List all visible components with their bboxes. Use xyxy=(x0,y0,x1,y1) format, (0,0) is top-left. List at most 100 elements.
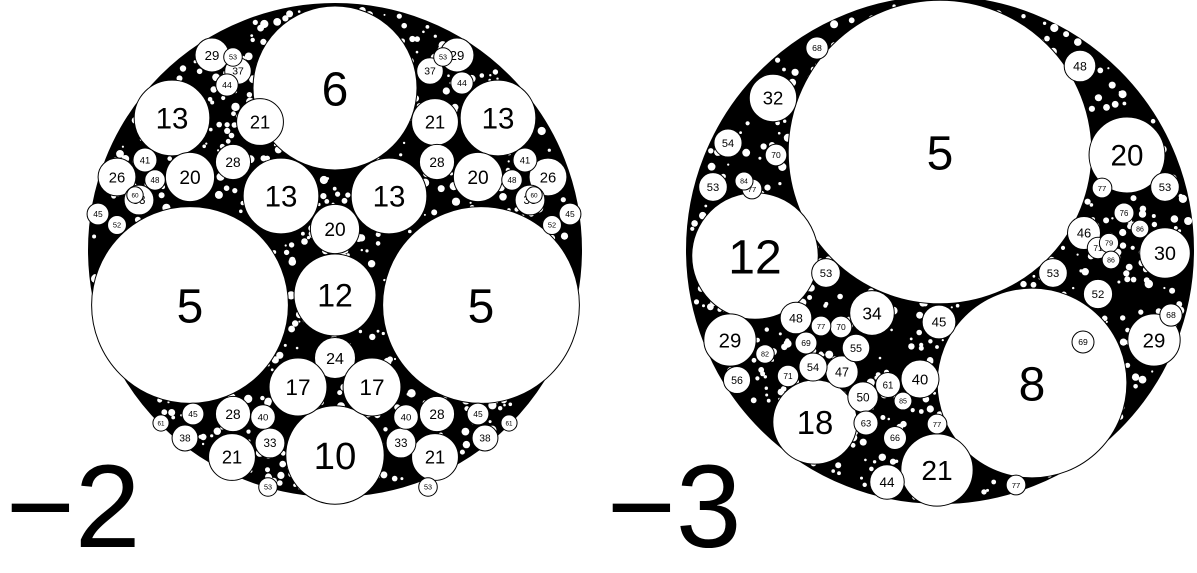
filler-circle xyxy=(171,415,176,420)
filler-circle xyxy=(742,148,751,157)
filler-circle xyxy=(862,482,867,487)
filler-circle xyxy=(760,371,766,377)
curvature-label: 20 xyxy=(324,220,345,241)
filler-circle xyxy=(758,156,762,160)
filler-circle xyxy=(407,389,416,398)
filler-circle xyxy=(213,427,221,435)
packing-circle xyxy=(107,215,127,235)
packing-circle xyxy=(471,424,499,452)
circle-curvature-13: 13 xyxy=(350,157,428,235)
curvature-label: 38 xyxy=(479,434,491,445)
filler-circle xyxy=(498,406,503,411)
curvature-label: 40 xyxy=(401,412,412,423)
filler-circle xyxy=(358,234,366,242)
filler-circle xyxy=(1151,221,1158,228)
packing-circle xyxy=(528,157,568,197)
curvature-label: 77 xyxy=(933,420,942,429)
filler-circle xyxy=(1131,373,1140,381)
filler-circle xyxy=(1125,327,1130,333)
circle-curvature-34: 34 xyxy=(849,290,895,336)
filler-circle xyxy=(1095,94,1103,102)
filler-circle xyxy=(224,127,231,134)
circle-curvature-44: 44 xyxy=(869,464,905,500)
filler-circle xyxy=(1042,21,1047,25)
curvature-label: 85 xyxy=(899,399,907,406)
packing-circle xyxy=(1159,303,1183,327)
circle-curvature-12: 12 xyxy=(691,192,819,320)
filler-circle xyxy=(492,69,499,75)
filler-circle xyxy=(508,402,513,407)
filler-circle xyxy=(878,356,882,360)
filler-circle xyxy=(383,427,388,432)
circle-curvature-84: 84 xyxy=(734,171,754,191)
circle-curvature-86: 86 xyxy=(1101,250,1121,270)
packing-circle xyxy=(794,331,818,355)
filler-circle xyxy=(1072,286,1075,290)
filler-circle xyxy=(228,132,235,139)
circle-curvature-13: 13 xyxy=(459,79,537,157)
filler-circle xyxy=(284,244,287,247)
curvature-label: 30 xyxy=(1154,243,1176,265)
curvature-label: 29 xyxy=(719,330,742,352)
filler-circle xyxy=(1044,35,1050,42)
curvature-label: 40 xyxy=(258,412,269,423)
curvature-label: 53 xyxy=(1047,268,1059,280)
filler-circle xyxy=(451,197,461,206)
filler-circle xyxy=(367,260,376,268)
curvature-label: 21 xyxy=(222,447,242,468)
filler-circle xyxy=(288,258,297,266)
filler-circle xyxy=(1032,274,1036,278)
packing-circle xyxy=(776,364,800,388)
circle-curvature-50: 50 xyxy=(847,381,879,413)
circle-curvature-28: 28 xyxy=(418,143,456,181)
filler-circle xyxy=(301,231,305,236)
curvature-label: 5 xyxy=(468,280,495,333)
packing-circle xyxy=(542,215,562,235)
curvature-label: 70 xyxy=(836,322,846,332)
curvature-label: 84 xyxy=(740,179,748,186)
circle-curvature-44: 44 xyxy=(450,71,474,95)
curvature-label: 26 xyxy=(109,170,125,186)
filler-circle xyxy=(332,186,337,191)
curvature-label: 46 xyxy=(1077,226,1091,241)
filler-circle xyxy=(335,191,341,197)
filler-circle xyxy=(916,329,922,336)
filler-circle xyxy=(260,19,269,29)
circle-curvature-32: 32 xyxy=(748,73,798,123)
filler-circle xyxy=(319,175,328,185)
filler-circle xyxy=(823,303,828,308)
filler-circle xyxy=(1130,195,1137,202)
curvature-label: 68 xyxy=(812,43,822,53)
packing-circle xyxy=(921,304,957,340)
filler-circle xyxy=(176,75,183,82)
circle-curvature-45: 45 xyxy=(466,402,490,426)
circle-curvature-20: 20 xyxy=(452,151,504,203)
circle-curvature-70: 70 xyxy=(829,315,853,339)
filler-circle xyxy=(461,427,470,436)
filler-circle xyxy=(369,333,376,341)
filler-circle xyxy=(489,402,493,407)
curvature-label: 34 xyxy=(862,303,882,323)
filler-circle xyxy=(763,375,767,379)
circle-curvature-60: 60 xyxy=(525,186,543,204)
filler-circle xyxy=(1084,198,1091,205)
filler-circle xyxy=(950,306,953,309)
filler-circle xyxy=(1184,217,1193,225)
filler-circle xyxy=(766,398,771,403)
filler-circle xyxy=(831,469,835,473)
filler-circle xyxy=(986,488,989,492)
filler-circle xyxy=(1030,281,1037,288)
packing-circle xyxy=(181,402,205,426)
filler-circle xyxy=(283,343,287,347)
filler-circle xyxy=(277,480,283,486)
circle-curvature-20: 20 xyxy=(309,203,361,255)
curvature-label: 69 xyxy=(1078,337,1088,347)
filler-circle xyxy=(848,17,855,24)
filler-circle xyxy=(704,204,708,208)
packing-circle xyxy=(703,313,757,367)
packing-circle xyxy=(350,157,428,235)
filler-circle xyxy=(232,188,238,194)
packing-circle xyxy=(126,186,144,204)
curvature-label: 86 xyxy=(1136,226,1144,233)
filler-circle xyxy=(324,199,330,204)
